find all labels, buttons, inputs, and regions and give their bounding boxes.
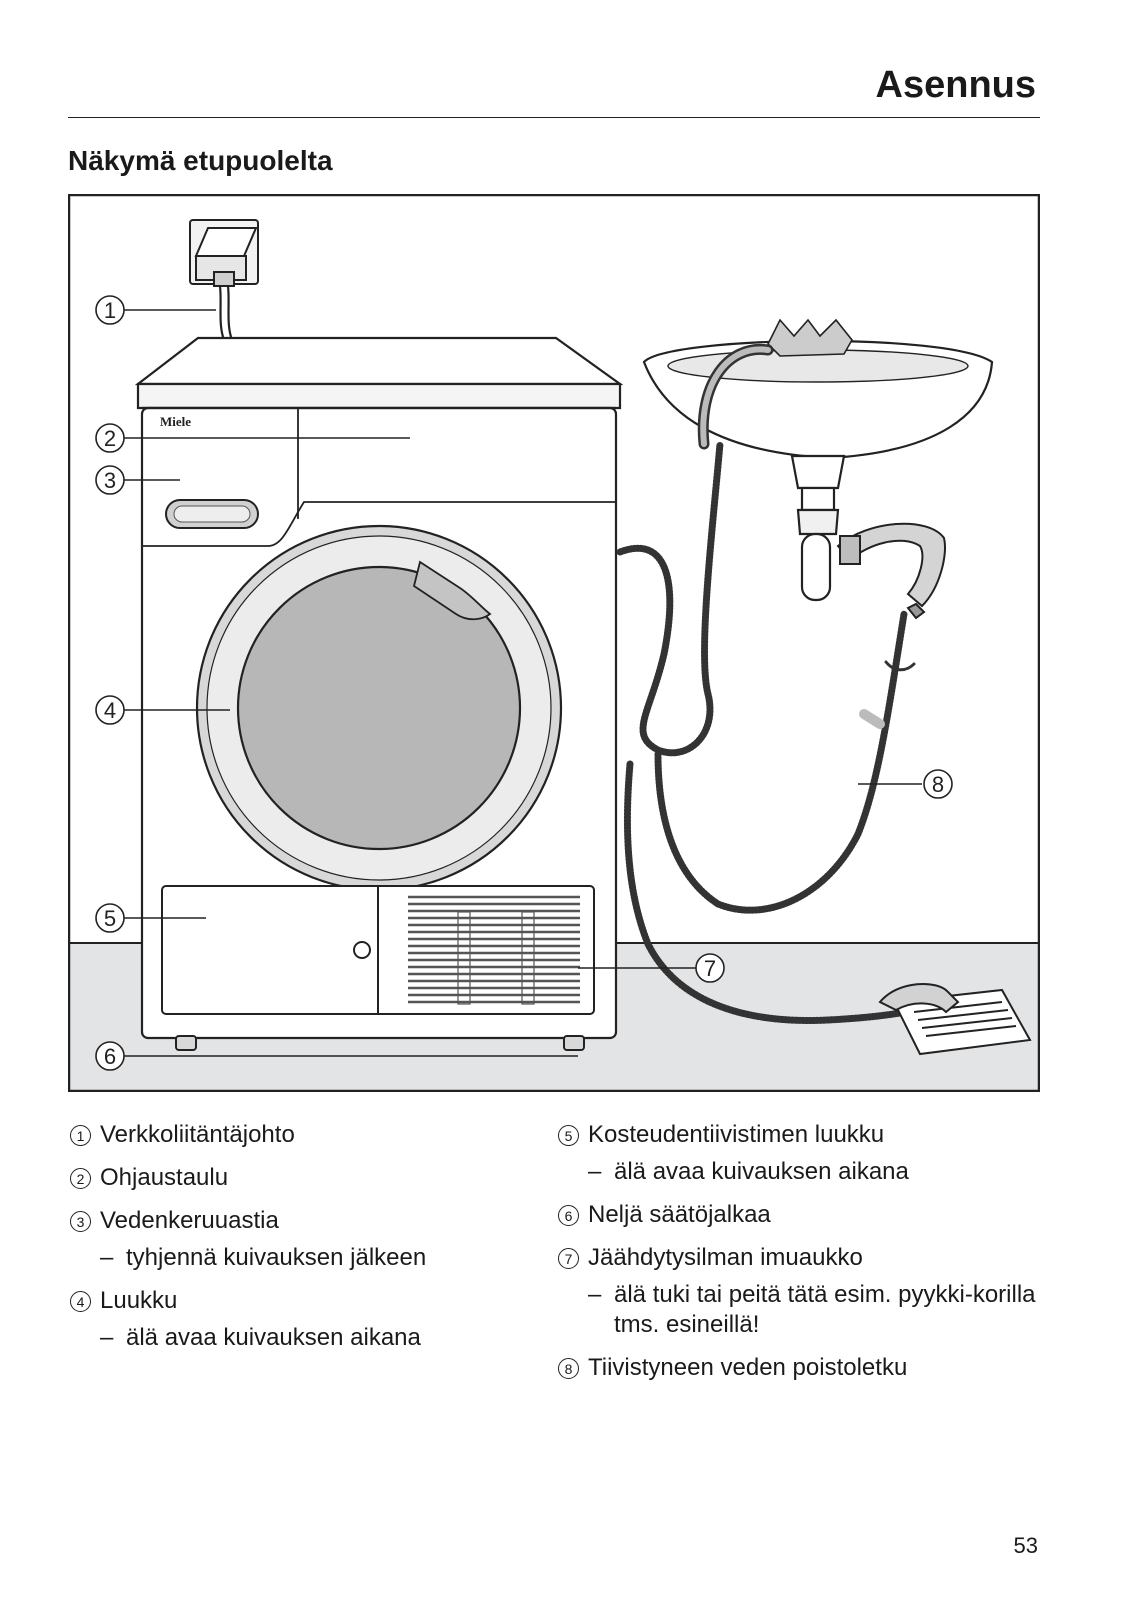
callout-5-label: 5 <box>104 906 116 931</box>
legend-label: Kosteudentiivistimen luukku <box>588 1121 885 1148</box>
callout-7-label: 7 <box>704 956 716 981</box>
legend-left: 1 Verkkoliitäntäjohto 2 Ohjaustaulu 3 Ve… <box>70 1120 540 1366</box>
legend-item-8: 8 Tiivistyneen veden poistoletku <box>558 1353 1038 1383</box>
legend-right: 5 Kosteudentiivistimen luukku –älä avaa … <box>558 1120 1038 1396</box>
legend-note: älä avaa kuivauksen aikana <box>614 1158 909 1185</box>
callout-6-label: 6 <box>104 1044 116 1069</box>
legend-number: 6 <box>558 1205 579 1226</box>
legend-number: 7 <box>558 1248 579 1269</box>
callout-6: 6 <box>95 1041 125 1071</box>
legend-note: älä tuki tai peitä tätä esim. pyykki-kor… <box>614 1281 1036 1338</box>
callout-2: 2 <box>95 423 125 453</box>
legend-item-1: 1 Verkkoliitäntäjohto <box>70 1120 540 1150</box>
callout-4: 4 <box>95 695 125 725</box>
callout-8: 8 <box>923 769 953 799</box>
legend-label: Neljä säätöjalkaa <box>588 1201 771 1228</box>
legend-label: Tiivistyneen veden poistoletku <box>588 1354 908 1381</box>
brand-logo: Miele <box>160 414 191 429</box>
callout-3: 3 <box>95 465 125 495</box>
page-heading: Näkymä etupuolelta <box>68 145 333 176</box>
header-rule <box>68 117 1040 118</box>
callout-5: 5 <box>95 903 125 933</box>
legend-label: Verkkoliitäntäjohto <box>100 1121 295 1148</box>
legend-label: Jäähdytysilman imuaukko <box>588 1244 863 1271</box>
callout-2-label: 2 <box>104 426 116 451</box>
callout-4-label: 4 <box>104 698 116 723</box>
page-number: 53 <box>1013 1533 1038 1558</box>
wall-socket <box>189 219 259 341</box>
legend-number: 3 <box>70 1211 91 1232</box>
drain-hose <box>616 440 920 1024</box>
legend-item-2: 2 Ohjaustaulu <box>70 1163 540 1193</box>
legend-label: Vedenkeruuastia <box>100 1207 279 1234</box>
legend-number: 4 <box>70 1291 91 1312</box>
callout-7: 7 <box>695 953 725 983</box>
callout-leaders <box>124 309 922 1057</box>
legend-note: älä avaa kuivauksen aikana <box>126 1324 421 1351</box>
legend-item-5: 5 Kosteudentiivistimen luukku –älä avaa … <box>558 1120 1038 1187</box>
legend-item-7: 7 Jäähdytysilman imuaukko –älä tuki tai … <box>558 1243 1038 1340</box>
siphon-hose-bracket <box>836 522 946 620</box>
legend-label: Ohjaustaulu <box>100 1164 229 1191</box>
figure-frame <box>68 194 1040 1092</box>
legend-number: 5 <box>558 1125 579 1146</box>
legend-note: tyhjennä kuivauksen jälkeen <box>126 1244 427 1271</box>
legend-item-4: 4 Luukku –älä avaa kuivauksen aikana <box>70 1286 540 1353</box>
legend-label: Luukku <box>100 1287 178 1314</box>
legend-number: 8 <box>558 1358 579 1379</box>
dryer-installation-figure: Miele <box>68 194 1040 1092</box>
legend-number: 1 <box>70 1125 91 1146</box>
callout-8-label: 8 <box>932 772 944 797</box>
callout-1-label: 1 <box>104 298 116 323</box>
sink <box>642 318 994 602</box>
door <box>195 524 563 892</box>
callout-3-label: 3 <box>104 468 116 493</box>
floor-drain <box>878 983 1032 1056</box>
callout-1: 1 <box>95 295 125 325</box>
section-title: Asennus <box>875 64 1036 106</box>
legend-item-6: 6 Neljä säätöjalkaa <box>558 1200 1038 1230</box>
adjustable-feet <box>175 1035 585 1051</box>
legend-item-3: 3 Vedenkeruuastia –tyhjennä kuivauksen j… <box>70 1206 540 1273</box>
legend-number: 2 <box>70 1168 91 1189</box>
air-intake-grille <box>408 895 580 1005</box>
